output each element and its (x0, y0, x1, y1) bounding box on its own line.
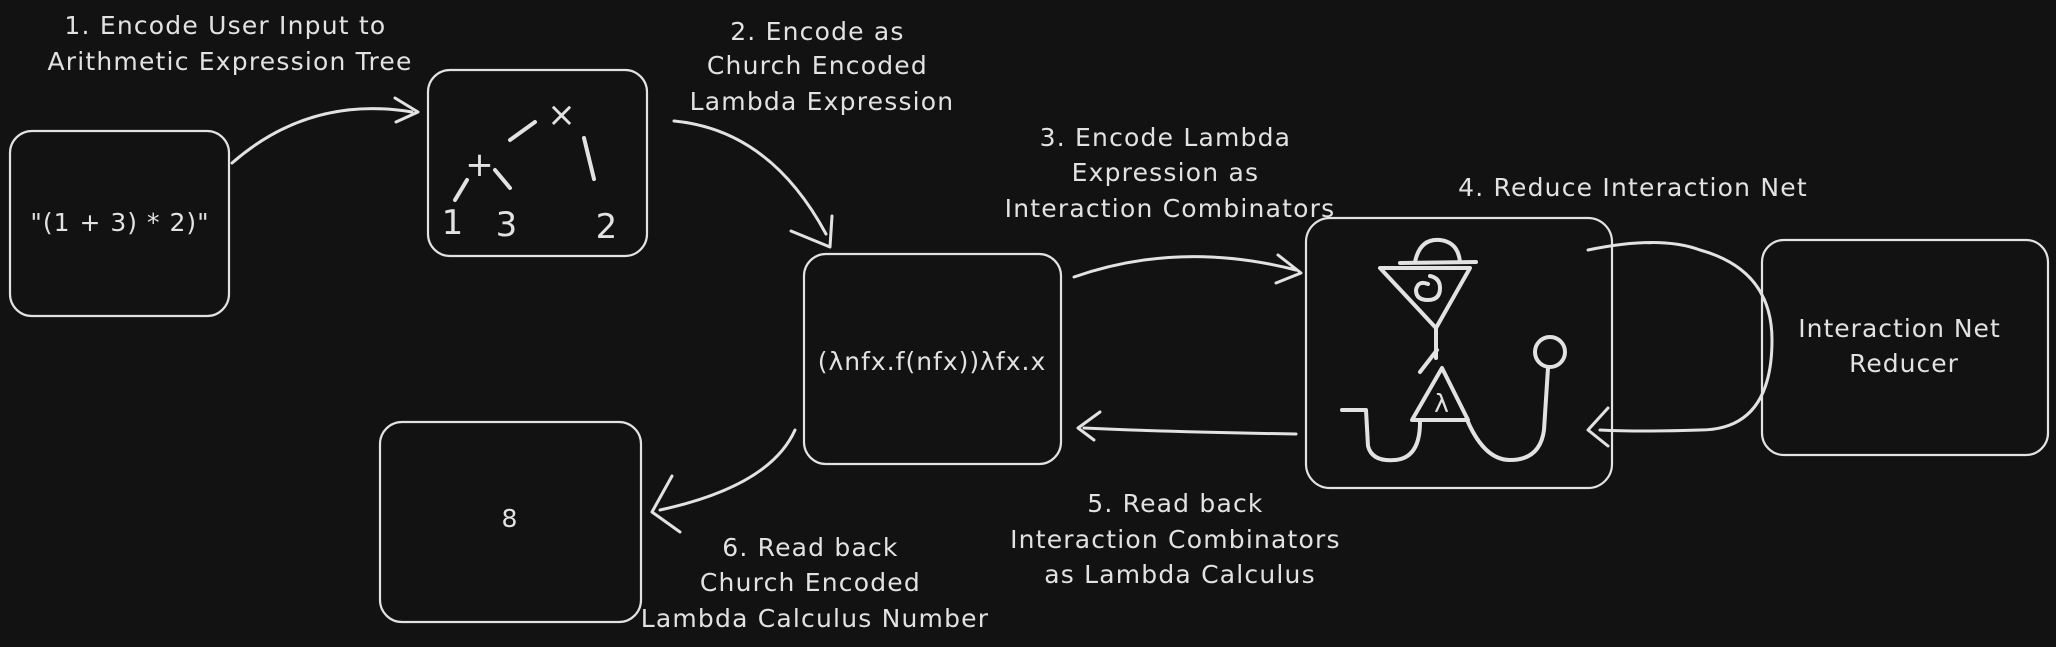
step-4-label: 4. Reduce Interaction Net (1458, 173, 1808, 202)
step-2-label: 2. Encode as Church Encoded Lambda Expre… (690, 17, 955, 116)
reducer-box: Interaction Net Reducer (1760, 238, 2050, 457)
lambda-expression: (λnfx.f(nfx))λfx.x (818, 347, 1047, 376)
step-5-label: 5. Read back Interaction Combinators as … (1010, 489, 1350, 589)
result-box: 8 (378, 420, 643, 624)
tree-leaf-1: 1 (442, 203, 465, 243)
tree-root-times: × (547, 95, 577, 135)
interaction-net-box: λ (1304, 216, 1614, 490)
reducer-label: Interaction Net Reducer (1798, 314, 2009, 378)
result-value: 8 (502, 504, 519, 533)
step-1-label: 1. Encode User Input to Arithmetic Expre… (47, 11, 412, 76)
step-3-label: 3. Encode Lambda Expression as Interacti… (1005, 123, 1336, 223)
tree-leaf-2: 2 (596, 207, 619, 247)
input-expression: "(1 + 3) * 2)" (30, 208, 209, 237)
arrow-3 (1072, 253, 1303, 285)
arrow-4 (1586, 241, 1774, 448)
lambda-expression-box: (λnfx.f(nfx))λfx.x (802, 252, 1063, 466)
tree-plus-node: + (465, 145, 495, 185)
step-6-label: 6. Read back Church Encoded Lambda Calcu… (641, 533, 990, 633)
lambda-symbol: λ (1434, 389, 1450, 418)
arrow-5 (1076, 410, 1298, 442)
expression-tree-box: × + 1 3 2 (426, 68, 649, 258)
tree-leaf-3: 3 (496, 205, 519, 245)
arrow-2 (672, 119, 834, 249)
arrow-1 (230, 96, 420, 165)
input-box: "(1 + 3) * 2)" (8, 129, 231, 318)
arrow-6 (650, 428, 797, 534)
